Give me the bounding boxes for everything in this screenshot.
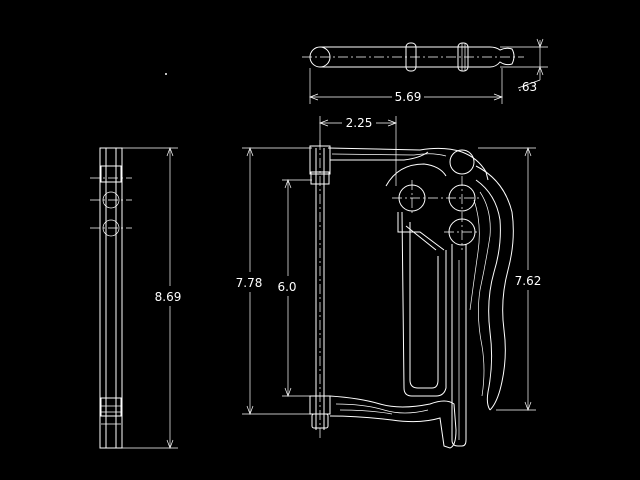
dim-side-height: 8.69 [155, 290, 182, 304]
top-view-lug-left [405, 42, 417, 72]
front-view: 2.25 7.78 6.0 7.62 [236, 116, 542, 449]
lower-jaw [329, 395, 457, 449]
pivot-top [449, 149, 475, 175]
top-view-lug-right [457, 42, 469, 72]
dim-handle-height: 7.62 [515, 274, 542, 288]
stray-dot [165, 73, 167, 75]
side-view-body [99, 147, 123, 449]
top-view: 5.69 .63 [302, 38, 548, 104]
dim-top-height: .63 [518, 80, 537, 94]
frame-window [401, 211, 447, 397]
dim-overall-height: 7.78 [236, 276, 263, 290]
dim-top-length: 5.69 [395, 90, 422, 104]
dim-jaw-depth: 6.0 [277, 280, 296, 294]
dim-jaw-width: 2.25 [346, 116, 373, 130]
upper-arm [327, 147, 489, 181]
upper-nut [310, 171, 330, 185]
side-view: 8.69 [90, 147, 182, 449]
handle [475, 165, 514, 411]
top-view-tip [489, 46, 515, 68]
side-view-nut [100, 397, 122, 417]
